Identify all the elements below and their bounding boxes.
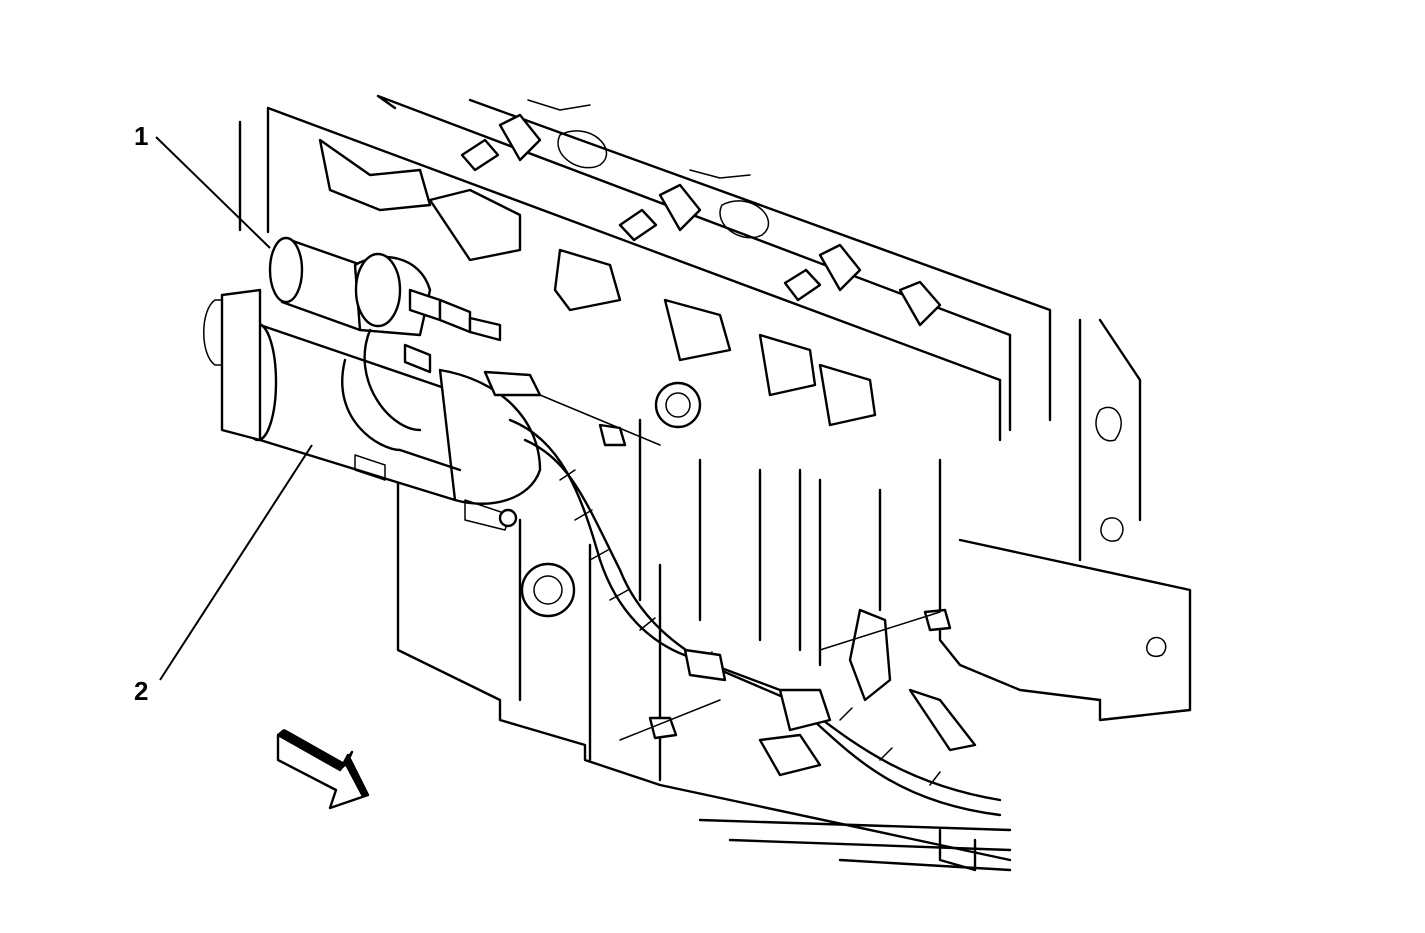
direction-arrow-icon xyxy=(276,728,370,810)
callout-1: 1 xyxy=(134,121,271,249)
starter-solenoid xyxy=(268,236,432,337)
terminal-studs xyxy=(403,288,542,397)
callout-1-label: 1 xyxy=(134,121,148,151)
callout-2: 2 xyxy=(134,444,313,706)
head-bolt-bosses xyxy=(460,113,942,327)
starter-motor-body xyxy=(203,288,542,531)
wiring-harness xyxy=(341,328,1002,817)
manifold-runners xyxy=(318,138,877,427)
starter-motor xyxy=(203,236,542,531)
engine-block xyxy=(238,94,1192,872)
callout-2-label: 2 xyxy=(134,676,148,706)
mounting-bolts xyxy=(598,423,952,740)
